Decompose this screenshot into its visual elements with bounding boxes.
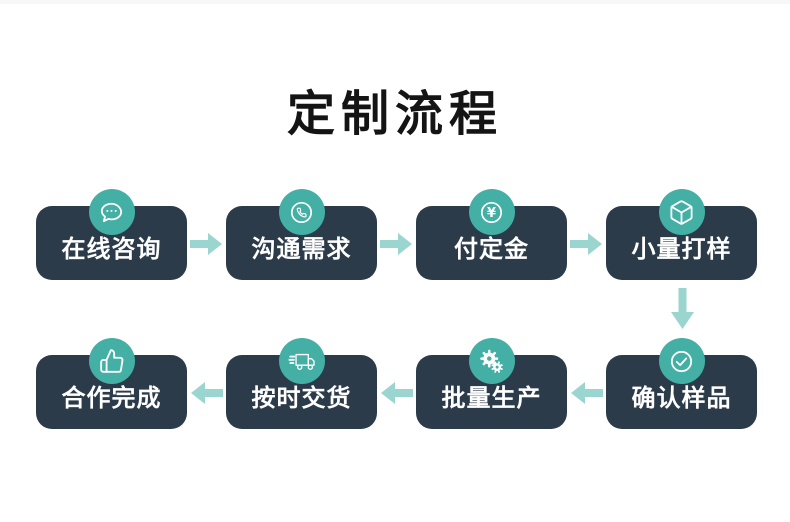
- flow-step-deliver-on-time: 按时交货: [226, 338, 377, 430]
- svg-text:¥: ¥: [487, 206, 496, 221]
- check-circle-icon: [658, 338, 705, 384]
- arrow-left-icon: [190, 381, 223, 410]
- yuan-icon: ¥: [468, 189, 515, 235]
- step-label: 按时交货: [251, 384, 352, 412]
- flow-step-confirm-sample: 确认样品: [606, 338, 757, 430]
- cube-icon: [658, 189, 705, 235]
- flow-step-box: 合作完成: [36, 355, 187, 429]
- arrow-left-icon: [570, 381, 603, 410]
- flow-step-small-sample: 小量打样: [606, 189, 757, 281]
- step-label: 在线咨询: [61, 235, 162, 263]
- page-title: 定制流程: [286, 88, 503, 141]
- flow-step-box: 沟通需求: [226, 206, 377, 280]
- flow-step-online-consult: 在线咨询: [36, 189, 187, 281]
- arrow-right-icon: [570, 232, 603, 261]
- step-label: 批量生产: [441, 384, 542, 412]
- phone-icon: [278, 189, 325, 235]
- flow-step-mass-production: 批量生产: [416, 338, 567, 430]
- arrow-left-icon: [380, 381, 413, 410]
- truck-icon: [278, 338, 325, 384]
- step-label: 合作完成: [61, 384, 162, 412]
- step-label: 付定金: [454, 235, 529, 263]
- chat-icon: [88, 189, 135, 235]
- step-label: 沟通需求: [251, 235, 352, 263]
- flow-step-pay-deposit: ¥ 付定金: [416, 189, 567, 281]
- arrow-right-icon: [190, 232, 223, 261]
- flow-step-communicate-needs: 沟通需求: [226, 189, 377, 281]
- arrow-right-icon: [380, 232, 413, 261]
- gears-icon: [468, 338, 515, 384]
- top-divider: [0, 0, 790, 4]
- arrow-down-icon: [670, 288, 695, 335]
- flow-step-cooperation-complete: 合作完成: [36, 338, 187, 430]
- thumbs-up-icon: [88, 338, 135, 384]
- step-label: 小量打样: [631, 235, 732, 263]
- step-label: 确认样品: [631, 384, 732, 412]
